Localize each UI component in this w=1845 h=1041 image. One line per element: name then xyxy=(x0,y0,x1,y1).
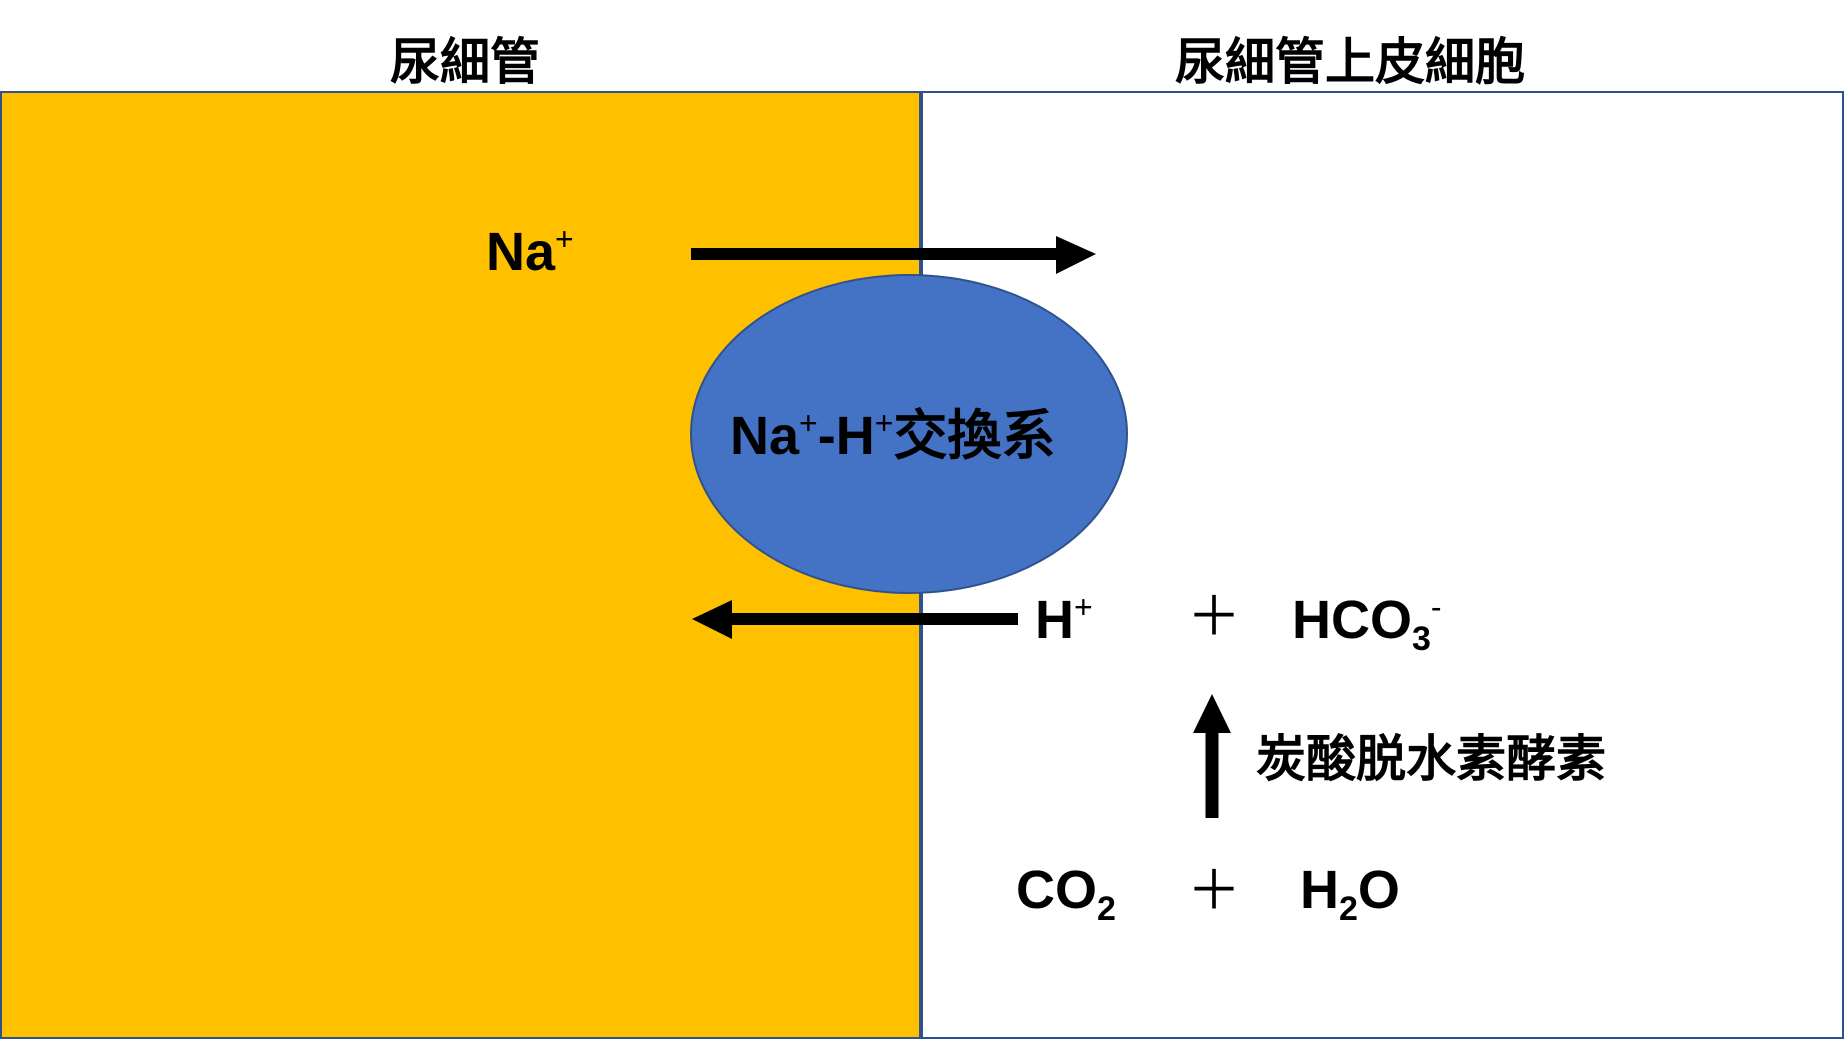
exchanger-label: Na+-H+交換系 xyxy=(730,405,1056,466)
epithelial-cell-region xyxy=(921,91,1844,1039)
na-arrow-head-icon xyxy=(1056,236,1096,274)
enzyme-arrow-head-icon xyxy=(1193,694,1231,733)
plus-sign-top: ＋ xyxy=(1187,587,1241,647)
lumen-title: 尿細管 xyxy=(390,34,540,90)
bicarbonate-label: HCO3- xyxy=(1292,589,1442,658)
enzyme-label: 炭酸脱水素酵素 xyxy=(1256,731,1606,787)
na-ion-label: Na+ xyxy=(486,221,574,282)
cell-title: 尿細管上皮細胞 xyxy=(1175,34,1525,90)
h-ion-label: H+ xyxy=(1035,589,1093,650)
co2-label: CO2 xyxy=(1016,860,1116,928)
h-arrow-head-icon xyxy=(692,600,732,639)
exchanger-ellipse xyxy=(690,274,1128,594)
plus-sign-bottom: ＋ xyxy=(1187,861,1241,921)
h2o-label: H2O xyxy=(1300,860,1400,928)
